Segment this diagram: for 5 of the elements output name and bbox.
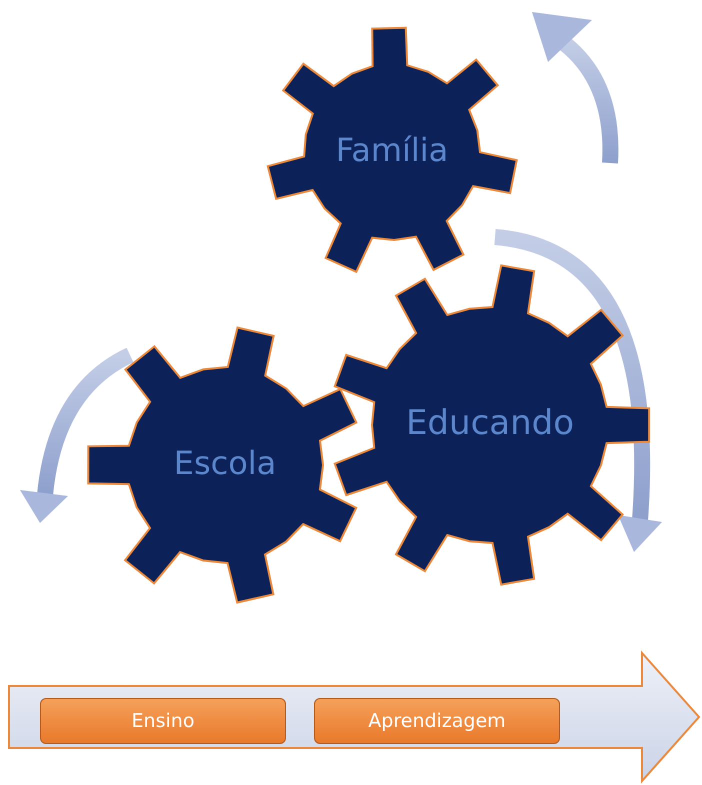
gear-label: Educando (404, 402, 576, 443)
stage-box: Ensino (40, 698, 286, 744)
gear-label: Escola (172, 444, 278, 482)
stage-box: Aprendizagem (314, 698, 560, 744)
gear-label: Família (334, 131, 450, 170)
